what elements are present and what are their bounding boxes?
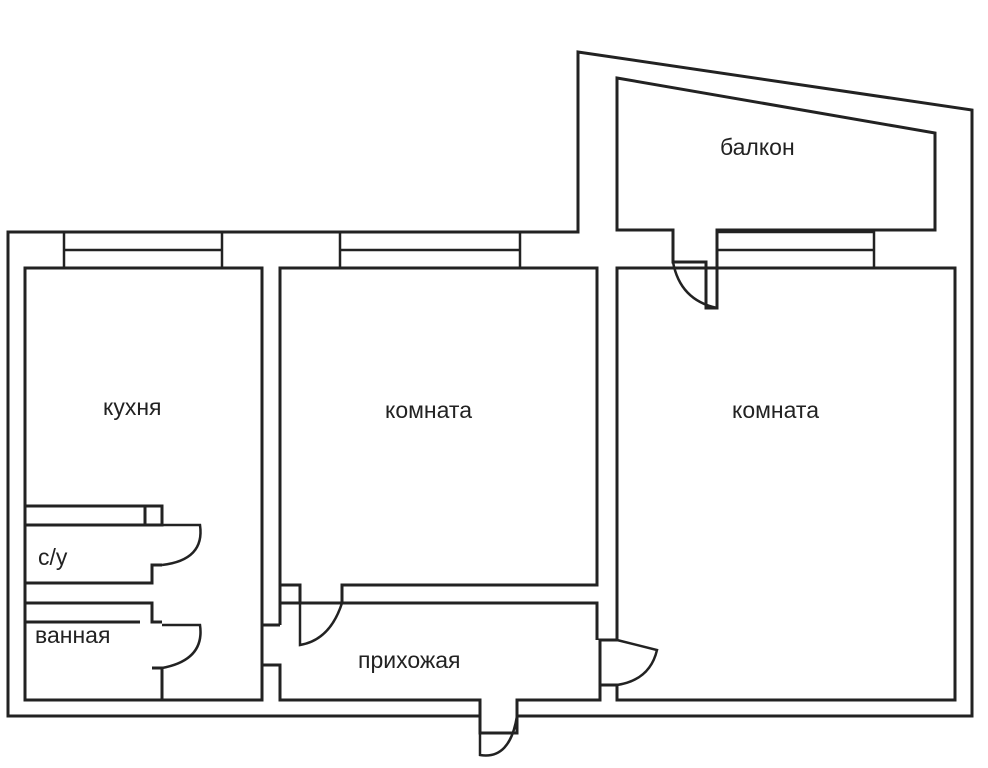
door-entrance (478, 715, 519, 757)
door-bathroom (161, 623, 202, 670)
label-room-right: комната (732, 397, 819, 423)
label-kitchen: кухня (103, 394, 161, 420)
label-balcony: балкон (720, 134, 795, 160)
label-room-middle: комната (385, 397, 472, 423)
label-bathroom: ванная (35, 622, 110, 648)
bathroom-outline (25, 601, 164, 700)
label-hallway: прихожая (358, 647, 461, 673)
toilet-outline (25, 504, 164, 585)
outer-wall-outline (6, 50, 974, 735)
middle-room-outline (278, 266, 599, 605)
door-toilet (161, 523, 202, 567)
right-room-outline (598, 266, 957, 702)
hallway-outline (262, 601, 602, 716)
door-right-room (616, 638, 659, 687)
label-toilet: с/у (38, 544, 68, 570)
door-middle-room (298, 602, 344, 647)
door-balcony (671, 261, 718, 310)
balcony-outline (615, 76, 937, 310)
